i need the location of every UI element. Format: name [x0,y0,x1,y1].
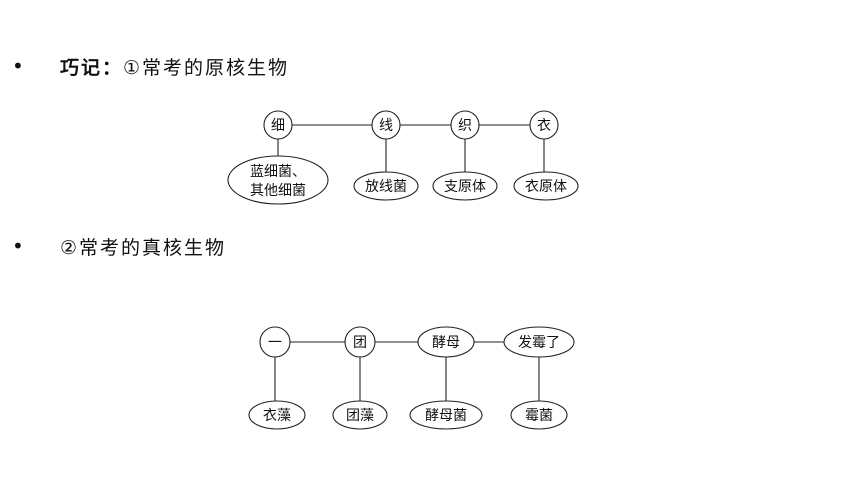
svg-text:支原体: 支原体 [444,179,486,195]
node-cyanobacteria: 蓝细菌、 其他细菌 [227,155,329,205]
svg-text:团藻: 团藻 [346,408,374,424]
node-yeast: 酵母菌 [409,400,483,430]
mnemonic-label: 巧记： [60,57,124,79]
svg-text:细: 细 [271,118,285,134]
svg-text:衣藻: 衣藻 [263,408,291,424]
node-yi-one: 一 [259,326,291,358]
node-fameile: 发霉了 [503,326,575,358]
node-jiaomu: 酵母 [417,326,475,358]
node-tuan: 团 [344,326,376,358]
bullet-2: • [12,234,24,258]
node-chlamydomonas: 衣藻 [248,400,306,430]
svg-text:衣: 衣 [537,118,551,134]
prokaryote-title: ①常考的原核生物 [123,57,290,79]
svg-text:酵母: 酵母 [432,335,460,351]
node-mold: 霉菌 [510,400,568,430]
heading-line-1: 巧记：①常考的原核生物 [60,53,289,80]
svg-text:发霉了: 发霉了 [518,335,560,351]
node-xi: 细 [263,110,293,140]
svg-text:一: 一 [268,335,282,351]
node-actinomycetes: 放线菌 [353,171,419,201]
svg-text:其他细菌: 其他细菌 [250,183,306,199]
svg-text:织: 织 [458,118,472,134]
node-volvox: 团藻 [332,400,388,430]
svg-text:霉菌: 霉菌 [525,408,553,424]
bullet-1: • [12,54,24,78]
svg-text:团: 团 [353,335,367,351]
svg-text:放线菌: 放线菌 [365,179,407,195]
node-chlamydia: 衣原体 [513,171,579,201]
eukaryote-title: ②常考的真核生物 [60,237,227,259]
svg-text:衣原体: 衣原体 [525,179,567,195]
svg-text:蓝细菌、: 蓝细菌、 [250,164,306,180]
node-xian: 线 [371,110,401,140]
svg-text:线: 线 [379,118,393,134]
node-zhi: 织 [450,110,480,140]
node-mycoplasma: 支原体 [432,171,498,201]
node-yi: 衣 [529,110,559,140]
svg-text:酵母菌: 酵母菌 [425,408,467,424]
